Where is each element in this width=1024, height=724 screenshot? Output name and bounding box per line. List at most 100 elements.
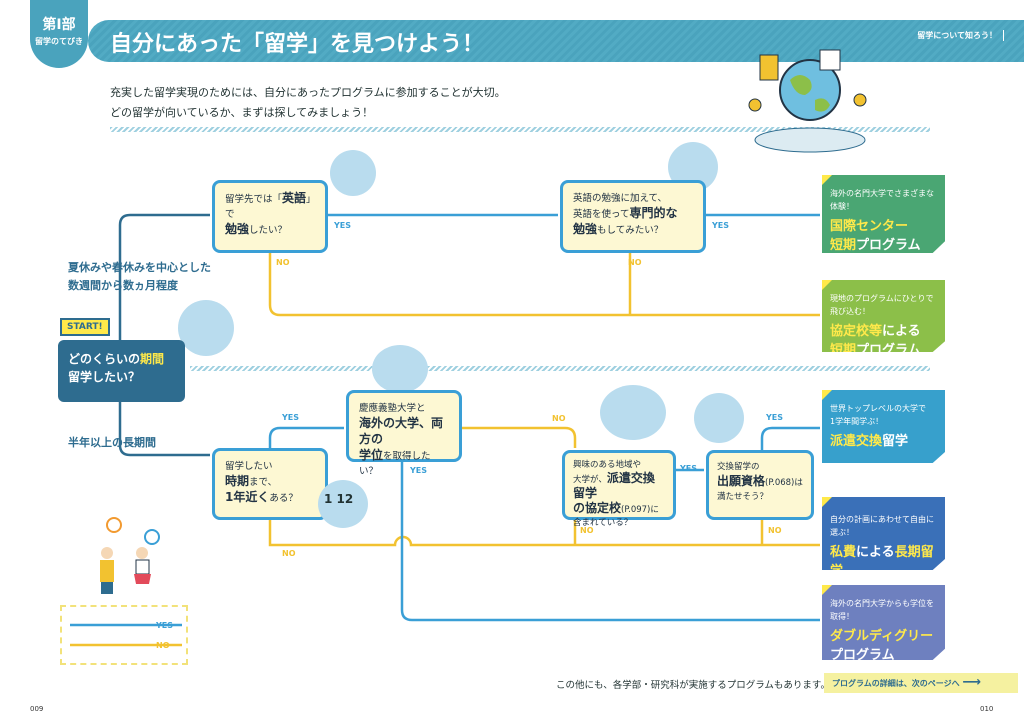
yes-label: YES xyxy=(282,413,300,422)
part-label: 第Ⅰ部 xyxy=(42,17,76,33)
question-text: 含まれている？ xyxy=(573,518,633,528)
start-question[interactable]: どのくらいの期間留学したい？ xyxy=(58,340,185,402)
students-illustration-icon xyxy=(100,517,160,594)
question-partner-school[interactable]: 興味のある地域や大学が、派遣交換留学の協定校(P.097)に含まれている？ xyxy=(562,450,676,528)
question-text: 1学年間学ぶ！ xyxy=(830,417,884,426)
calendar-icon: 1 12 xyxy=(318,480,368,528)
result-intl-center-short[interactable]: 海外の名門大学でさまざまな体験！ 国際センター短期プログラム xyxy=(822,175,945,253)
question-text: 世界トップレベルの大学で xyxy=(830,404,926,413)
question-text: 大学が、 xyxy=(573,475,607,485)
question-text: 協定校等 xyxy=(830,324,883,339)
question-text: 海外の名門大学でさまざまな体験！ xyxy=(830,189,934,211)
question-text: 専門的な xyxy=(629,206,678,220)
abc-blocks-icon xyxy=(330,150,376,196)
short-term-line: 夏休みや春休みを中心とした xyxy=(68,261,211,274)
yes-label: YES xyxy=(766,413,784,422)
question-text: 勉強 xyxy=(573,222,598,236)
part-badge: 第Ⅰ部留学のてびき xyxy=(30,0,88,68)
next-page-text: プログラムの詳細は、次のページへ xyxy=(832,679,960,688)
question-text: 短期 xyxy=(830,343,857,358)
no-label: NO xyxy=(628,258,642,267)
result-partner-short[interactable]: 現地のプログラムにひとりで飛び込む！協定校等による短期プログラム xyxy=(822,280,945,352)
question-text: 時期 xyxy=(225,474,250,488)
divider xyxy=(190,366,930,371)
question-text: 現地のプログラムにひとりで飛び込む！ xyxy=(830,294,934,316)
arrow-right-icon: ⟶ xyxy=(962,675,982,690)
no-label: NO xyxy=(580,526,594,535)
question-text: 慶應義塾大学と xyxy=(359,403,426,414)
question-text: 短期 xyxy=(830,238,857,253)
question-text: 長期留学 xyxy=(830,545,934,579)
no-label: NO xyxy=(552,414,566,423)
question-specialized[interactable]: 英語の勉強に加えて、英語を使って専門的な勉強もしてみたい？ xyxy=(560,180,706,253)
question-time[interactable]: 留学したい時期まで、1年近くある？ xyxy=(212,448,328,520)
question-text: プログラム xyxy=(830,648,895,663)
question-text: ある？ xyxy=(269,493,298,504)
question-double-degree[interactable]: 慶應義塾大学と海外の大学、両方の学位を取得したい？ xyxy=(346,390,462,477)
buildings-icon xyxy=(372,345,428,393)
question-text: 」で xyxy=(225,194,311,220)
short-term-label: 夏休みや春休みを中心とした数週間から数ヵ月程度 xyxy=(68,259,211,295)
footer-note: この他にも、各学部・研究科が実施するプログラムもあります。 xyxy=(556,680,830,691)
question-text: (P.068)は xyxy=(765,478,803,488)
short-term-line: 数週間から数ヵ月程度 xyxy=(68,279,178,292)
question-text: による xyxy=(856,545,895,560)
question-text: 海外の大学、両方の xyxy=(359,416,444,446)
intro-line: 充実した留学実現のためには、自分にあったプログラムに参加することが大切。 xyxy=(110,86,506,99)
intro-text: 充実した留学実現のためには、自分にあったプログラムに参加することが大切。どの留学… xyxy=(110,83,506,123)
divider xyxy=(110,127,930,132)
question-text: もしてみたい？ xyxy=(597,225,664,236)
question-text: 英語 xyxy=(282,191,307,205)
page-number-left: 009 xyxy=(30,705,44,713)
no-label: NO xyxy=(276,258,290,267)
question-text: 出願資格 xyxy=(717,474,766,488)
yes-label: YES xyxy=(680,464,698,473)
campus-icon xyxy=(600,385,666,440)
start-highlight: 期間 xyxy=(140,352,165,366)
question-text: 1 xyxy=(324,492,333,506)
question-text: 1年近く xyxy=(225,490,270,504)
question-text: 12 xyxy=(336,492,354,506)
checklist-icon xyxy=(694,393,744,443)
no-label: NO xyxy=(282,549,296,558)
start-text: 留学したい？ xyxy=(68,370,141,384)
question-text: プログラム xyxy=(856,238,921,253)
intro-line: どの留学が向いているか、まずは探してみましょう！ xyxy=(110,106,374,119)
yes-label: YES xyxy=(712,221,730,230)
no-label: NO xyxy=(768,526,782,535)
globe-illustration-icon xyxy=(748,49,867,153)
legend-yes: YES xyxy=(156,621,174,630)
question-english[interactable]: 留学先では「英語」で勉強したい？ xyxy=(212,180,328,253)
result-private-long[interactable]: 自分の計画にあわせて自由に選ぶ！私費による長期留学 xyxy=(822,497,945,570)
yes-label: YES xyxy=(410,466,428,475)
question-text: 英語を使って xyxy=(573,209,630,220)
page-title: 自分にあった「留学」を見つけよう！ xyxy=(110,32,485,57)
section-link[interactable]: 留学について知ろう！ xyxy=(917,30,1004,41)
question-text: 海外の名門大学からも学位を取得！ xyxy=(830,599,934,621)
question-text: 自分の計画にあわせて自由に選ぶ！ xyxy=(830,515,934,537)
question-text: 満たせそう？ xyxy=(717,492,769,502)
long-term-label: 半年以上の長期間 xyxy=(68,436,156,449)
question-text: (P.097)に xyxy=(621,505,659,515)
title-banner xyxy=(88,20,1024,62)
question-text: ダブルディグリー xyxy=(830,629,934,644)
question-text: プログラム xyxy=(856,343,921,358)
result-double-degree[interactable]: 海外の名門大学からも学位を取得！ ダブルディグリープログラム xyxy=(822,585,945,660)
question-text: 派遣交換 xyxy=(830,434,883,449)
start-tag: START! xyxy=(60,318,110,336)
question-text: 国際センター xyxy=(830,219,909,234)
question-text: 勉強 xyxy=(225,222,250,236)
legend-no: NO xyxy=(156,641,170,650)
question-eligibility[interactable]: 交換留学の出願資格(P.068)は満たせそう？ xyxy=(706,450,814,520)
question-text: 興味のある地域や xyxy=(573,460,642,470)
yes-label: YES xyxy=(334,221,352,230)
question-text: 交換留学の xyxy=(717,462,760,472)
question-text: 派遣交換留学 xyxy=(573,471,655,500)
question-text: 留学したい xyxy=(225,461,273,472)
question-text: 留学先では「 xyxy=(225,194,283,205)
legend xyxy=(60,605,188,665)
next-page-link[interactable]: プログラムの詳細は、次のページへ ⟶ xyxy=(824,673,1018,693)
question-text: を取得したい？ xyxy=(359,451,431,477)
